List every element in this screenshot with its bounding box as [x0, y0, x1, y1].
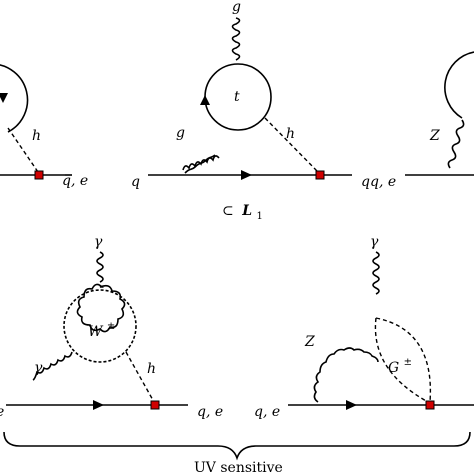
operator-vertex	[34, 170, 44, 180]
z-boson-label: Z	[429, 128, 440, 144]
photon-line-top	[372, 251, 380, 295]
w-boson-label: W ±	[88, 321, 115, 340]
gluon-label-left: g	[176, 125, 185, 141]
diagram-panel-3: q, e Z	[370, 51, 474, 190]
higgs-label: h	[32, 128, 41, 144]
higgs-label: h	[286, 126, 295, 142]
fermion-arrow	[241, 170, 252, 180]
goldstone-propagator-inner	[374, 317, 429, 403]
subset-symbol: ⊂	[222, 203, 234, 219]
higgs-propagator	[125, 351, 155, 403]
diagram-panel-2: g t g h q q	[131, 0, 370, 190]
loop-arrow	[0, 93, 8, 103]
operator-vertex	[425, 400, 435, 410]
gluon-line-left-coil	[184, 154, 216, 174]
gluon-label-top: g	[232, 0, 241, 15]
loop-arc	[0, 64, 29, 133]
z-boson-label: Z	[304, 334, 315, 350]
subset-L: L	[241, 203, 252, 219]
loop-arc	[444, 51, 474, 119]
higgs-propagator	[264, 117, 319, 173]
w-boson-loop-inner	[63, 289, 137, 363]
goldstone-propagator-outer	[375, 317, 432, 403]
photon-line-top	[96, 251, 104, 283]
z-boson-line	[313, 347, 379, 403]
fermion-label-left: q, e	[254, 404, 280, 420]
curly-brace	[3, 431, 471, 461]
diagram-panel-5: q, e γ Z G ±	[254, 234, 474, 420]
diagram-panel-1: h q, e	[0, 64, 88, 189]
fermion-label-right: q	[361, 174, 370, 190]
subset-caption: ⊂ L 1	[222, 203, 263, 222]
photon-line-left	[32, 351, 73, 381]
subset-L-sub: 1	[256, 211, 262, 222]
loop-arrow	[200, 95, 210, 105]
photon-label-top: γ	[94, 234, 103, 250]
diagram-panel-4: γ W ± γ h e q, e	[0, 234, 223, 420]
gluon-line-top	[231, 17, 241, 61]
fermion-label-left: q, e	[370, 174, 396, 190]
fermion-label-left: e	[0, 404, 4, 420]
top-quark-label: t	[234, 89, 240, 105]
z-boson-line	[447, 119, 465, 169]
fermion-label-left: q	[131, 174, 140, 190]
higgs-label: h	[147, 361, 156, 377]
photon-label-left: γ	[34, 360, 43, 376]
fermion-arrow	[93, 400, 104, 410]
fermion-label-right: q, e	[197, 404, 223, 420]
operator-vertex	[150, 400, 160, 410]
fermion-label: q, e	[62, 173, 88, 189]
higgs-propagator	[7, 127, 39, 173]
photon-label-top: γ	[370, 234, 379, 250]
w-boson-loop	[76, 283, 126, 333]
uv-sensitive-caption: UV sensitive	[194, 460, 283, 474]
goldstone-label: G ±	[388, 357, 412, 376]
fermion-arrow	[346, 400, 357, 410]
operator-vertex	[315, 170, 325, 180]
